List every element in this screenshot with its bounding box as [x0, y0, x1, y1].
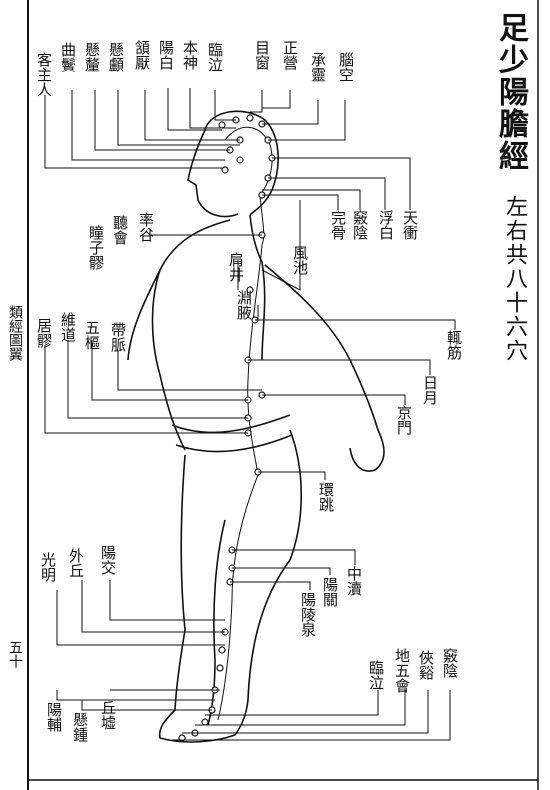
- point-label: 腦空: [338, 52, 353, 82]
- point-label: 京門: [396, 405, 411, 435]
- point-label: 竅陰: [442, 648, 457, 678]
- point-dot: [237, 157, 243, 163]
- point-dot: [219, 647, 225, 653]
- point-label: 中瀆: [346, 566, 361, 596]
- back-arm-outline: [128, 270, 160, 360]
- point-label: 懸顱: [108, 42, 123, 72]
- point-label: 瞳子髎: [88, 225, 103, 270]
- point-label: 承靈: [310, 52, 325, 82]
- point-label: 陽輔: [46, 702, 61, 732]
- point-label: 曲鬢: [60, 42, 75, 72]
- point-label: 客主人: [36, 52, 51, 97]
- point-label: 聽會: [112, 215, 127, 245]
- point-label: 輒筋: [446, 330, 461, 360]
- arm-outline: [265, 265, 384, 471]
- point-dot: [219, 122, 225, 128]
- point-label: 俠谿: [418, 650, 433, 680]
- point-label: 竅陰: [352, 210, 367, 240]
- point-dot: [217, 665, 223, 671]
- point-label: 陽白: [158, 40, 173, 70]
- point-dot: [202, 719, 208, 725]
- point-dot: [247, 115, 253, 121]
- point-label: 丘墟: [100, 700, 115, 730]
- point-label: 臨泣: [368, 660, 383, 690]
- point-label: 正營: [282, 40, 297, 70]
- point-label: 天衝: [402, 210, 417, 240]
- point-label: 目窗: [254, 40, 269, 70]
- chart-title: 足少陽膽經: [488, 12, 532, 172]
- body-outline: [128, 111, 384, 742]
- front-outline: [153, 220, 231, 450]
- inner-leg-outline: [208, 520, 225, 725]
- point-label: 懸鍾: [72, 712, 87, 742]
- left-leg-outline: [160, 455, 235, 742]
- point-label: 環跳: [318, 482, 333, 512]
- belt-outline-lower: [176, 435, 292, 452]
- point-label: 帶脈: [110, 322, 125, 352]
- acupoint-dots: [179, 115, 275, 741]
- point-label: 居髎: [36, 318, 51, 348]
- point-label: 懸釐: [84, 42, 99, 72]
- point-label: 完骨: [330, 210, 345, 240]
- point-label: 日月: [422, 375, 437, 405]
- point-label: 陽交: [100, 545, 115, 575]
- point-label: 風池: [292, 245, 307, 275]
- point-label: 五樞: [84, 320, 99, 350]
- point-label: 外丘: [68, 548, 83, 578]
- book-title: 類經圖翼: [5, 305, 25, 361]
- point-label: 頷厭: [134, 40, 149, 70]
- point-label: 臨泣: [207, 42, 222, 72]
- point-label: 本神: [182, 40, 197, 70]
- chart-subtitle: 左右共八十六穴: [498, 195, 530, 363]
- point-label: 地五會: [394, 648, 409, 693]
- point-label: 陽陵泉: [300, 592, 315, 637]
- point-label: 光明: [40, 552, 55, 582]
- face-outline: [188, 130, 238, 216]
- point-label: 維道: [60, 312, 75, 342]
- leader-lines: [45, 88, 455, 740]
- point-label: 肩井: [228, 252, 243, 282]
- point-label: 淵腋: [236, 290, 251, 320]
- point-label: 陽關: [322, 577, 337, 607]
- point-label: 浮白: [378, 210, 393, 240]
- page-number: 五十: [5, 640, 25, 668]
- point-label: 率谷: [138, 212, 153, 242]
- point-dot: [222, 167, 228, 173]
